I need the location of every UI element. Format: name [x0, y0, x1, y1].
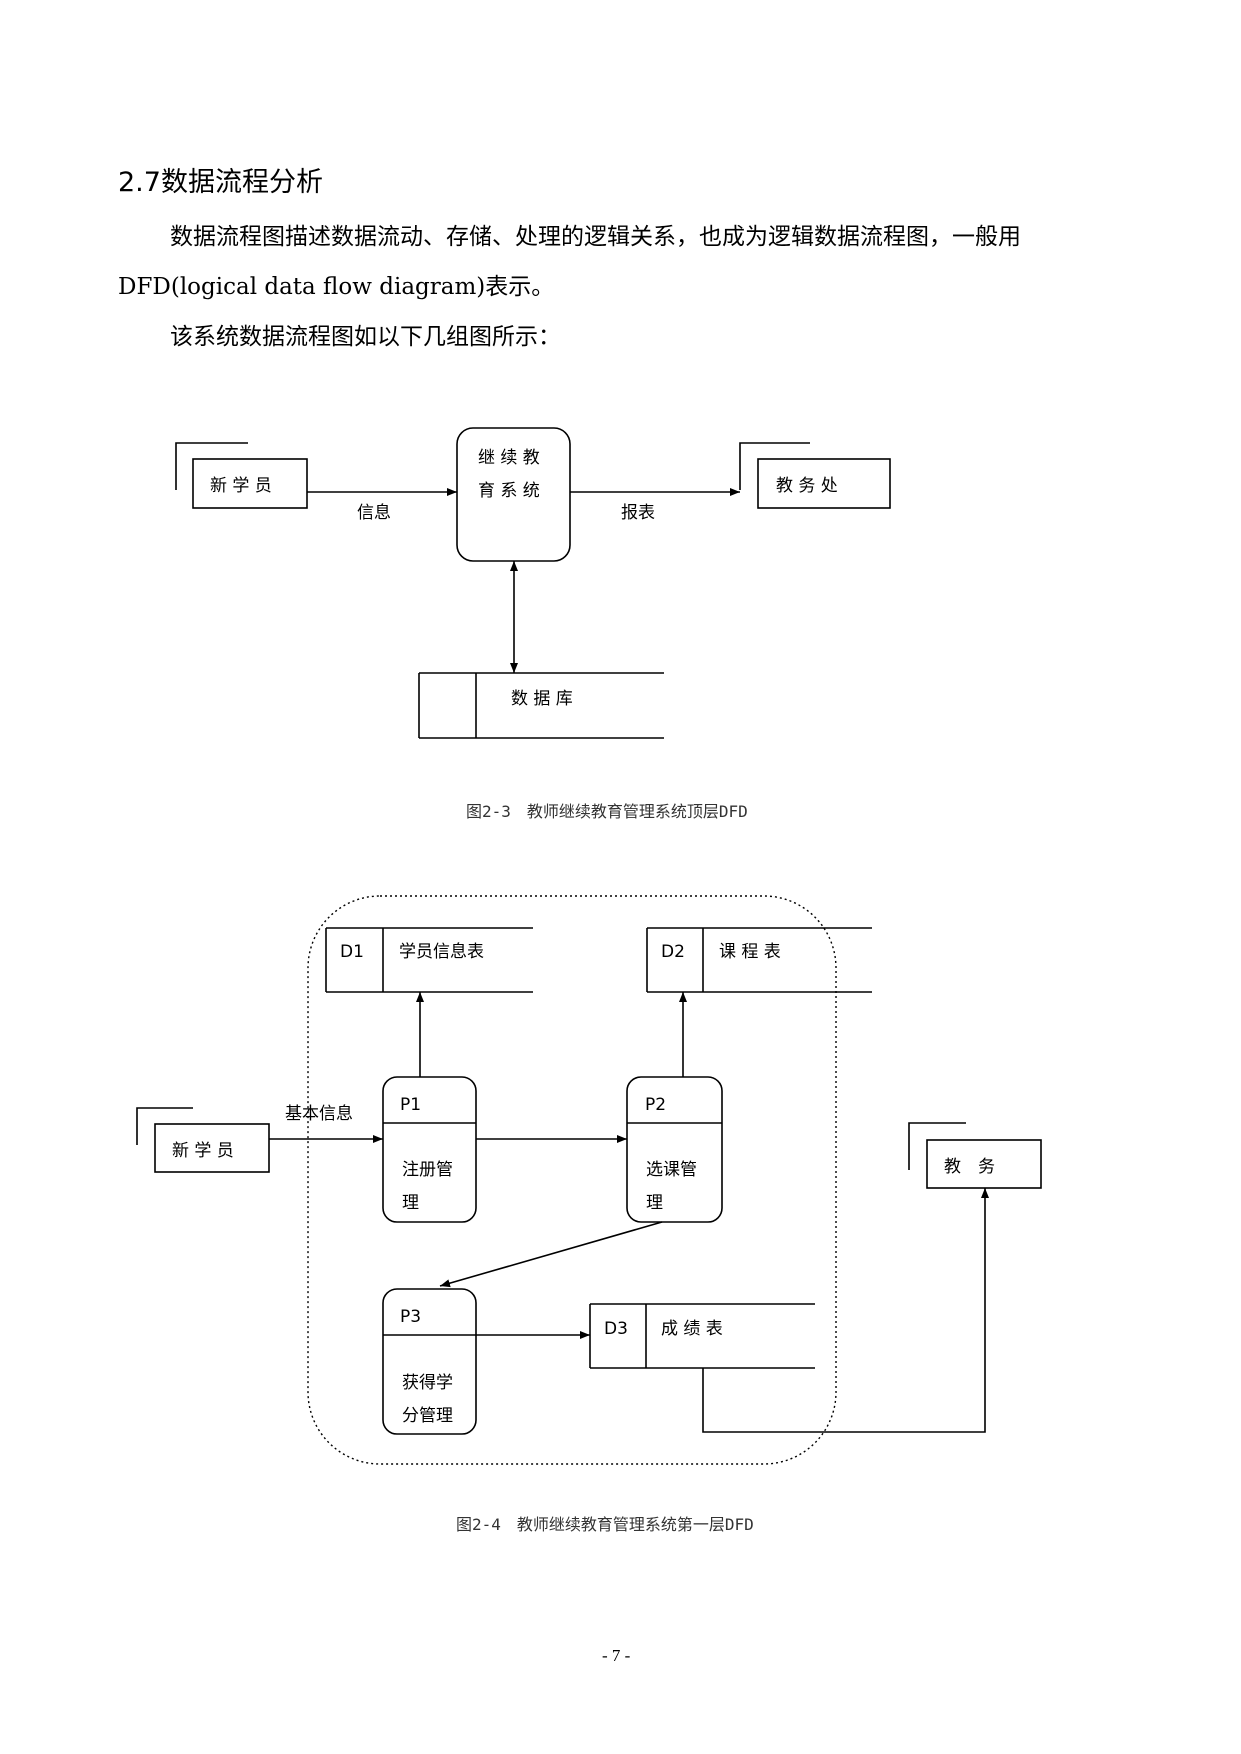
entity-new-student: 新 学 员	[175, 442, 308, 509]
datastore-d3: D3 成 绩 表	[589, 1303, 815, 1369]
entity-label: 新 学 员	[172, 1141, 234, 1161]
process-label-line1: 注册管	[402, 1160, 453, 1180]
datastore-label: 课 程 表	[719, 942, 781, 962]
process-label-line2: 分管理	[402, 1406, 453, 1426]
process-p3: P3 获得学 分管理	[382, 1288, 477, 1435]
paragraph-line: 该系统数据流程图如以下几组图所示：	[170, 324, 561, 350]
entity-label: 教 务	[944, 1157, 995, 1177]
datastore-d1: D1 学员信息表	[325, 927, 533, 993]
system-boundary	[307, 895, 837, 1465]
process-p1: P1 注册管 理	[382, 1076, 477, 1223]
process-label-line2: 理	[646, 1193, 663, 1213]
figure2: D1 学员信息表 D2 课 程 表 P1 注册管 理 P2 选课管 理	[136, 895, 1042, 1465]
process-id: P2	[645, 1095, 666, 1115]
datastore-label: 成 绩 表	[661, 1319, 723, 1339]
entity-academic-affairs: 教 务	[908, 1122, 1042, 1189]
datastore-label: 学员信息表	[399, 942, 484, 962]
flow-arrow	[702, 1188, 989, 1433]
process-continuing-education: 继 续 教 育 系 统	[456, 427, 571, 562]
figure-caption: 图2-4 教师继续教育管理系统第一层DFD	[456, 1515, 754, 1534]
process-id: P1	[400, 1095, 421, 1115]
datastore-label: 数 据 库	[511, 689, 573, 709]
paragraph-line: DFD(logical data flow diagram)表示。	[118, 274, 555, 300]
flow-label-info: 信息	[357, 503, 391, 523]
process-label-line1: 选课管	[646, 1160, 697, 1180]
page-number: - 7 -	[602, 1646, 631, 1665]
flow-arrow	[439, 1221, 663, 1288]
datastore-id: D3	[604, 1319, 628, 1339]
process-p2: P2 选课管 理	[626, 1076, 723, 1223]
datastore-d2: D2 课 程 表	[646, 927, 872, 993]
flow-label-report: 报表	[621, 503, 655, 523]
paragraph-line: 数据流程图描述数据流动、存储、处理的逻辑关系，也成为逻辑数据流程图，一般用	[170, 224, 1021, 250]
datastore-id: D1	[340, 942, 364, 962]
process-label-line2: 理	[402, 1193, 419, 1213]
datastore-database: 数 据 库	[418, 672, 664, 739]
datastore-id: D2	[661, 942, 685, 962]
figure1: 新 学 员 继 续 教 育 系 统 教 务 处 信息 报表 数 据 库	[175, 427, 891, 739]
entity-label: 教 务 处	[776, 476, 838, 496]
process-label-line1: 继 续 教	[478, 448, 540, 468]
process-label-line2: 育 系 统	[478, 481, 540, 501]
flow-label-basic-info: 基本信息	[285, 1104, 353, 1124]
entity-new-student: 新 学 员	[136, 1107, 270, 1173]
entity-academic-office: 教 务 处	[739, 442, 891, 509]
figure-caption: 图2-3 教师继续教育管理系统顶层DFD	[466, 802, 748, 821]
entity-label: 新 学 员	[210, 476, 272, 496]
process-id: P3	[400, 1307, 421, 1327]
section-heading: 2.7数据流程分析	[118, 167, 323, 198]
process-label-line1: 获得学	[402, 1373, 453, 1393]
